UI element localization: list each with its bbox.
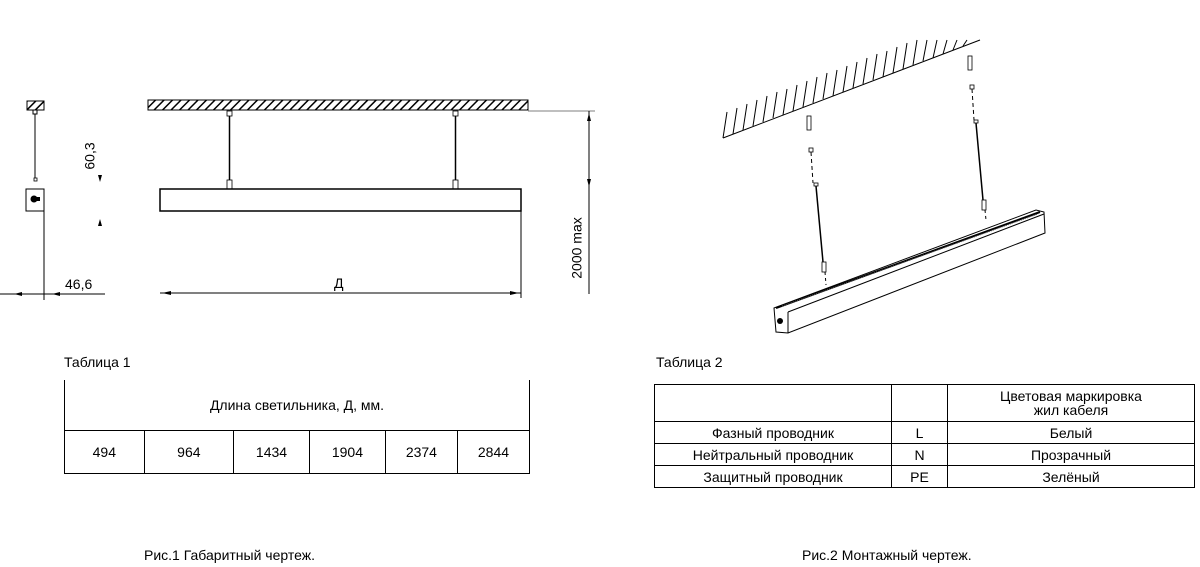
wiring-header-color: Цветовая маркировка жил кабеля — [947, 384, 1195, 422]
table1-title: Таблица 1 — [64, 354, 131, 370]
dim-length-label: Д — [334, 275, 344, 291]
conductor-color: Зелёный — [947, 465, 1195, 488]
mounting-drawing — [722, 39, 1046, 334]
length-value: 2844 — [456, 430, 531, 474]
wiring-header-blank — [891, 384, 948, 422]
front-view-drawing — [147, 99, 595, 298]
conductor-color: Белый — [947, 421, 1195, 444]
wiring-header-blank — [654, 384, 892, 422]
length-value: 1434 — [233, 430, 310, 474]
table2-title: Таблица 2 — [656, 354, 723, 370]
conductor-color: Прозрачный — [947, 443, 1195, 466]
length-table: Длина светильника, Д, мм. 494 964 1434 1… — [64, 380, 531, 474]
conductor-code: N — [891, 443, 948, 466]
dim-width-label: 46,6 — [65, 276, 93, 292]
length-value: 2374 — [384, 430, 458, 474]
length-value: 494 — [64, 430, 145, 474]
figure1-caption: Рис.1 Габаритный чертеж. — [144, 547, 316, 563]
dim-height-label: 60,3 — [81, 142, 98, 170]
conductor-code: L — [891, 421, 948, 444]
length-value: 1904 — [308, 430, 386, 474]
length-value: 964 — [143, 430, 235, 474]
length-table-header: Длина светильника, Д, мм. — [64, 380, 530, 431]
wiring-table: Цветовая маркировка жил кабеля Фазный пр… — [654, 384, 1195, 488]
side-view-drawing — [0, 100, 105, 300]
conductor-name: Защитный проводник — [654, 465, 892, 488]
conductor-code: PE — [891, 465, 948, 488]
conductor-name: Нейтральный проводник — [654, 443, 892, 466]
conductor-name: Фазный проводник — [654, 421, 892, 444]
figure2-caption: Рис.2 Монтажный чертеж. — [802, 547, 972, 563]
dim-suspension-label: 2000 max — [568, 217, 585, 279]
